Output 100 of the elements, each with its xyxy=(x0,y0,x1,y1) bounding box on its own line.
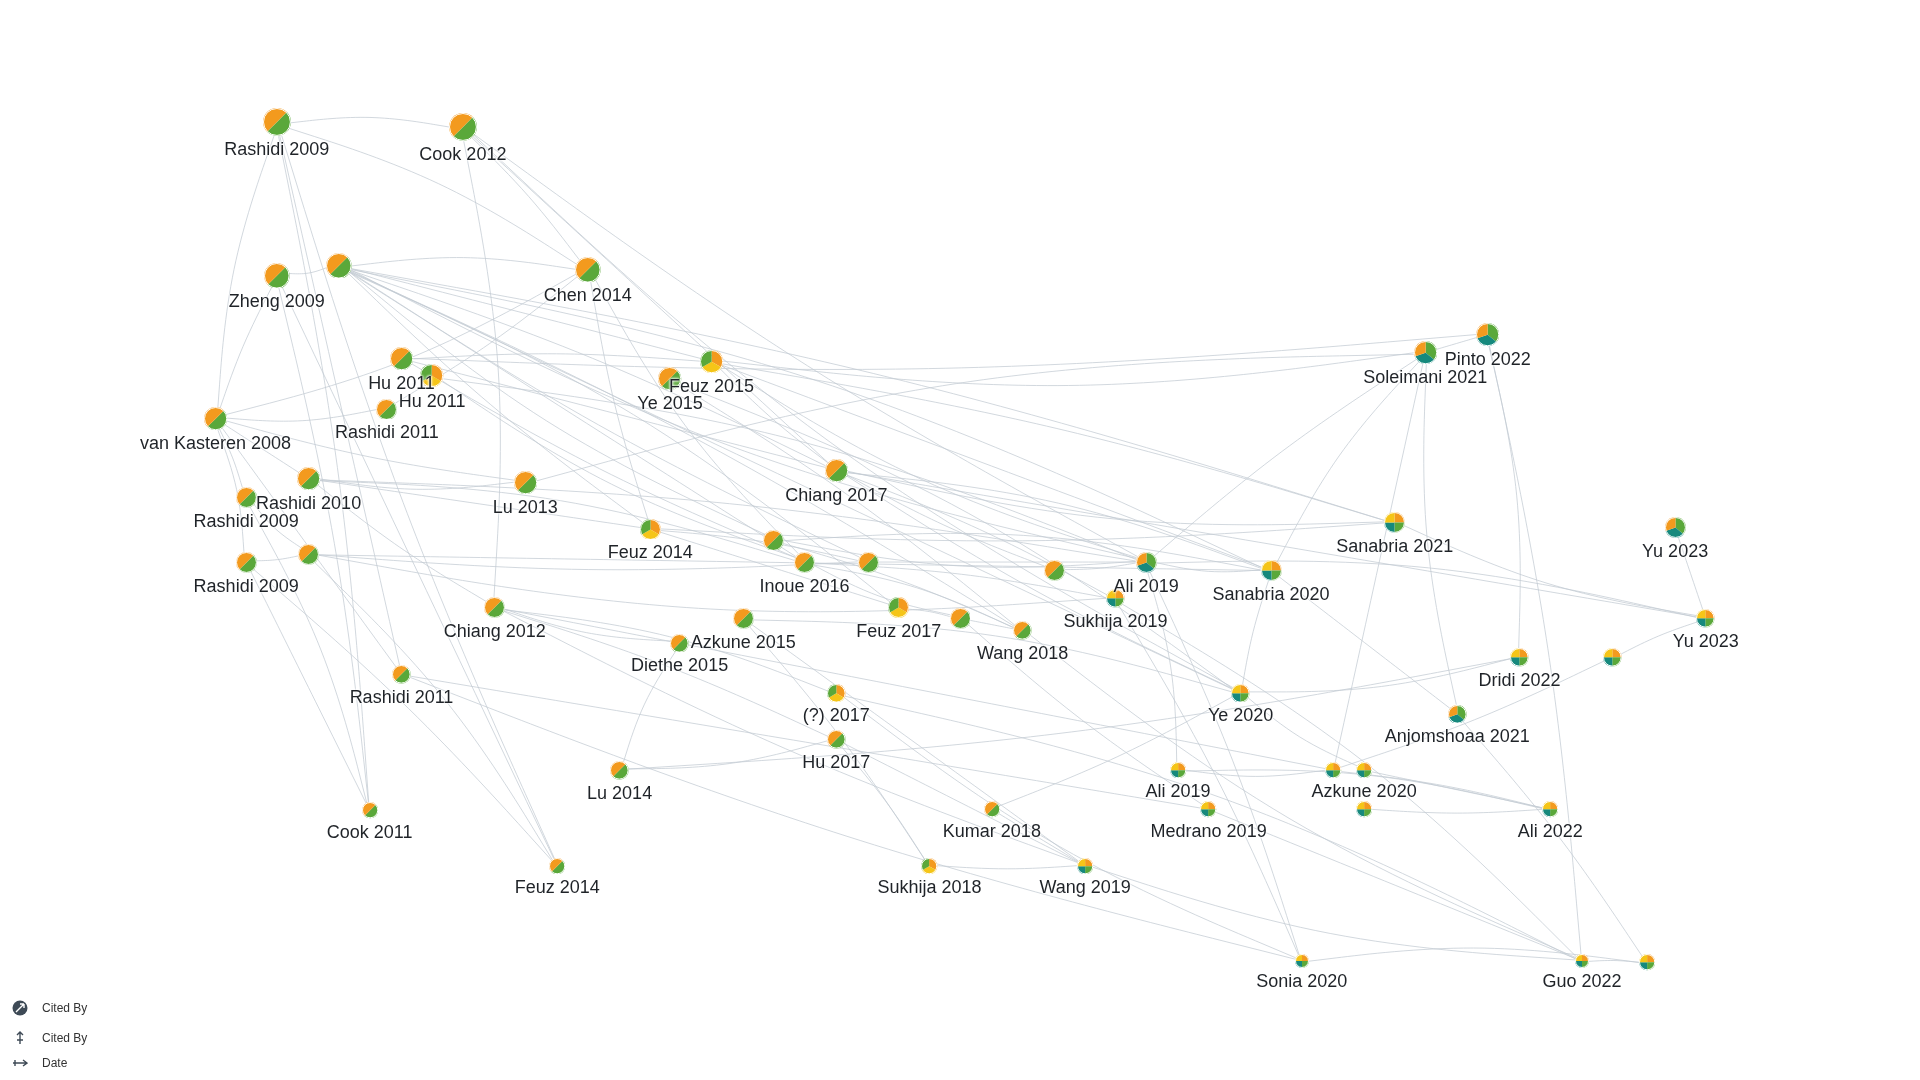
citation-link xyxy=(1147,571,1178,763)
paper-label: Anjomshoaa 2021 xyxy=(1384,726,1530,747)
citation-link xyxy=(878,561,1137,563)
paper-label: Hu 2017 xyxy=(802,751,871,772)
citation-link xyxy=(279,135,401,667)
paper-label: Medrano 2019 xyxy=(1150,820,1267,841)
citation-link xyxy=(349,271,891,603)
citation-link xyxy=(410,675,1202,809)
citation-link xyxy=(814,562,1107,599)
citation-link xyxy=(908,608,951,617)
paper-label: Zheng 2009 xyxy=(228,291,325,312)
citation-link xyxy=(350,269,1137,559)
citation-link xyxy=(998,813,1079,862)
citation-link xyxy=(471,137,580,261)
citation-link xyxy=(226,409,377,422)
paper-label: Cook 2012 xyxy=(419,144,507,165)
citation-link xyxy=(847,470,1385,526)
paper-label: Wang 2018 xyxy=(976,642,1069,663)
citation-link xyxy=(843,697,1297,959)
citation-link xyxy=(219,429,243,488)
citation-link xyxy=(722,352,1415,387)
legend-label: Date xyxy=(42,1056,68,1070)
citation-link xyxy=(628,740,828,770)
citation-link xyxy=(319,478,515,490)
citation-link xyxy=(969,619,1014,630)
citation-link xyxy=(1488,345,1521,649)
citation-link xyxy=(814,564,1015,629)
citation-link xyxy=(217,135,275,408)
citation-link xyxy=(590,281,649,520)
paper-label: Lu 2014 xyxy=(587,782,653,803)
citation-link xyxy=(1242,580,1269,685)
citation-link xyxy=(1064,562,1137,571)
paper-label: Guo 2022 xyxy=(1542,971,1622,992)
citation-link xyxy=(318,554,1107,613)
citation-link xyxy=(1185,769,1543,810)
paper-label: Diethe 2015 xyxy=(631,655,729,676)
citation-link xyxy=(846,475,1233,690)
citation-link xyxy=(410,677,1296,960)
citation-link xyxy=(998,696,1233,807)
paper-label: Lu 2013 xyxy=(492,497,558,518)
paper-label: Rashidi 2009 xyxy=(193,575,299,596)
citation-link xyxy=(412,361,826,468)
paper-label: Inoue 2016 xyxy=(759,575,850,596)
paper-label: Cook 2011 xyxy=(326,821,413,842)
citation-link xyxy=(847,472,1262,569)
citation-link xyxy=(314,562,553,860)
citation-link xyxy=(225,273,577,415)
paper-label: Ali 2019 xyxy=(1145,781,1211,802)
citation-link xyxy=(412,353,701,362)
paper-label: Kumar 2018 xyxy=(942,820,1041,841)
citation-link xyxy=(278,287,369,804)
citation-link xyxy=(250,570,367,804)
citation-link xyxy=(1249,658,1511,693)
citation-link xyxy=(411,363,796,558)
paper-label: Sukhija 2019 xyxy=(1063,611,1168,632)
paper-label: Rashidi 2009 xyxy=(224,139,330,160)
paper-label: van Kasteren 2008 xyxy=(140,433,292,454)
citation-link xyxy=(350,270,1233,690)
citation-link xyxy=(1489,345,1582,955)
citation-link xyxy=(1156,560,1697,618)
citation-link xyxy=(1092,866,1576,961)
citation-link xyxy=(536,353,1415,482)
citation-link xyxy=(722,363,1385,521)
citation-link xyxy=(463,140,501,598)
paper-label: (?) 2017 xyxy=(802,705,870,726)
citation-link xyxy=(472,136,829,463)
citation-link xyxy=(288,127,577,265)
citation-link xyxy=(937,865,1078,870)
paper-label: Sukhija 2018 xyxy=(877,876,982,897)
citation-link xyxy=(290,116,450,128)
paper-label: Rashidi 2011 xyxy=(349,687,454,707)
citation-link xyxy=(249,506,368,804)
citation-link xyxy=(1677,537,1704,611)
citation-link xyxy=(473,135,1234,689)
citation-link xyxy=(594,279,799,555)
paper-label: Ye 2015 xyxy=(637,393,703,413)
paper-label: Chiang 2012 xyxy=(443,620,546,641)
citation-link xyxy=(504,609,828,692)
citation-link xyxy=(1588,960,1640,963)
paper-label: Feuz 2014 xyxy=(514,876,600,897)
paper-label: Dridi 2022 xyxy=(1478,669,1561,690)
paper-label: Feuz 2014 xyxy=(607,542,693,563)
citation-link xyxy=(721,364,1262,568)
paper-label: Soleimani 2021 xyxy=(1363,367,1488,388)
citation-link xyxy=(623,650,677,763)
citation-link xyxy=(1119,606,1299,956)
citation-link xyxy=(844,695,1576,960)
citation-link xyxy=(1371,808,1543,814)
citation-link xyxy=(846,474,1108,596)
legend-label: Cited By xyxy=(42,1001,88,1015)
citation-link xyxy=(288,267,328,275)
citation-link xyxy=(1435,337,1478,350)
citation-link xyxy=(813,565,951,616)
citation-link xyxy=(351,257,576,270)
paper-label: Azkune 2015 xyxy=(690,631,796,652)
paper-label: Wang 2019 xyxy=(1039,876,1131,897)
citation-link xyxy=(660,530,859,561)
paper-label: Sanabria 2020 xyxy=(1212,584,1330,605)
paper-label: Feuz 2017 xyxy=(856,620,942,641)
citation-link xyxy=(443,378,1137,560)
